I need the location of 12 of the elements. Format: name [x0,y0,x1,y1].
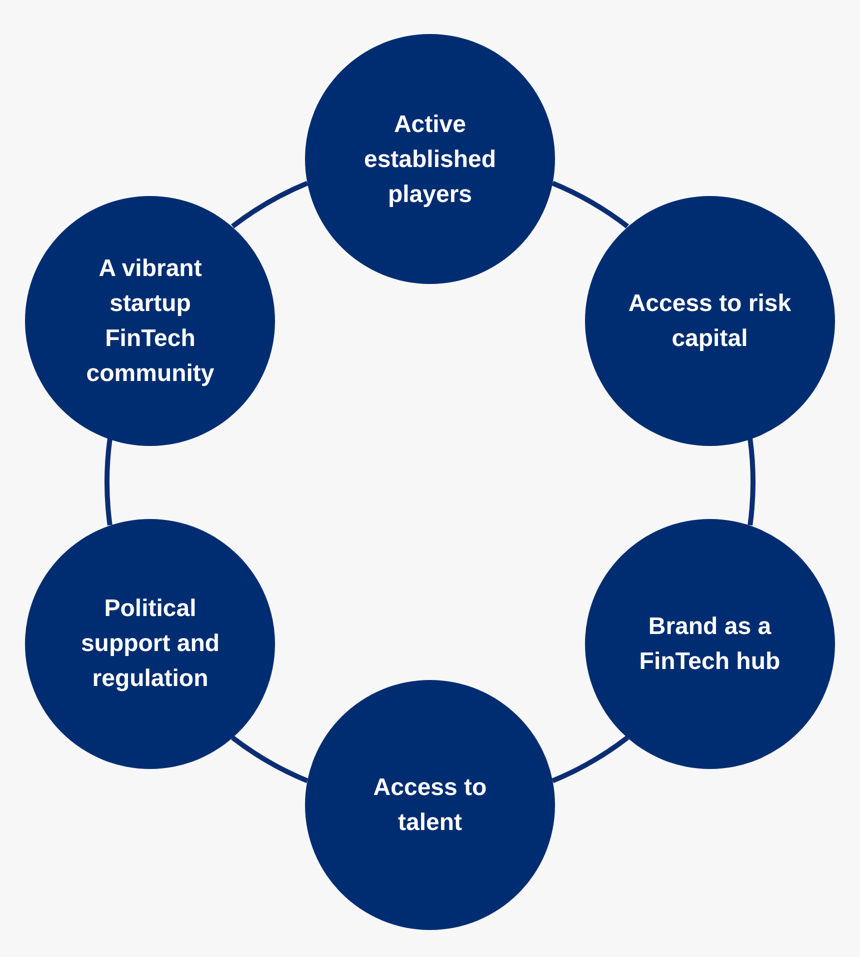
node-label: A vibrant startup FinTech community [85,254,216,388]
node-label: Access to talent [372,773,488,838]
node-label: Access to risk capital [627,288,792,354]
connector-arc [748,438,756,526]
connector-arc [231,736,308,784]
connector-arc [104,438,112,526]
node-label: Political support and regulation [80,594,221,694]
connector-arc [552,180,629,228]
node-label: Active established players [362,110,498,210]
connector-arc [231,180,308,228]
node-label: Brand as a FinTech hub [638,612,782,676]
connector-arc [552,736,629,784]
